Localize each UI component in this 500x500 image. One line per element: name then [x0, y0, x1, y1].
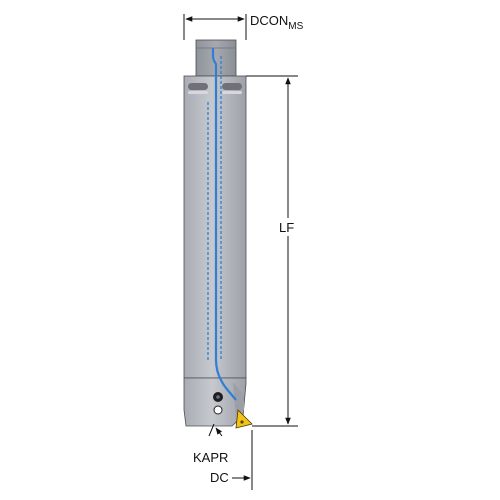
clamp-groove-right [222, 83, 242, 90]
dimension-kapr [208, 423, 223, 437]
clamp-groove-left [188, 83, 208, 90]
dcon-label: DCONMS [250, 13, 304, 32]
screw-hole-icon [213, 405, 223, 415]
coolant-channel [207, 48, 237, 401]
dimension-lf [246, 75, 298, 427]
cutting-head [183, 377, 253, 429]
dimension-dc [232, 430, 253, 490]
dcon-subscript: MS [288, 21, 303, 32]
lf-label: LF [279, 220, 294, 235]
cutting-insert [235, 409, 253, 429]
dc-label: DC [210, 470, 229, 485]
kapr-label: KAPR [193, 450, 228, 465]
dimension-dcon [183, 14, 247, 40]
